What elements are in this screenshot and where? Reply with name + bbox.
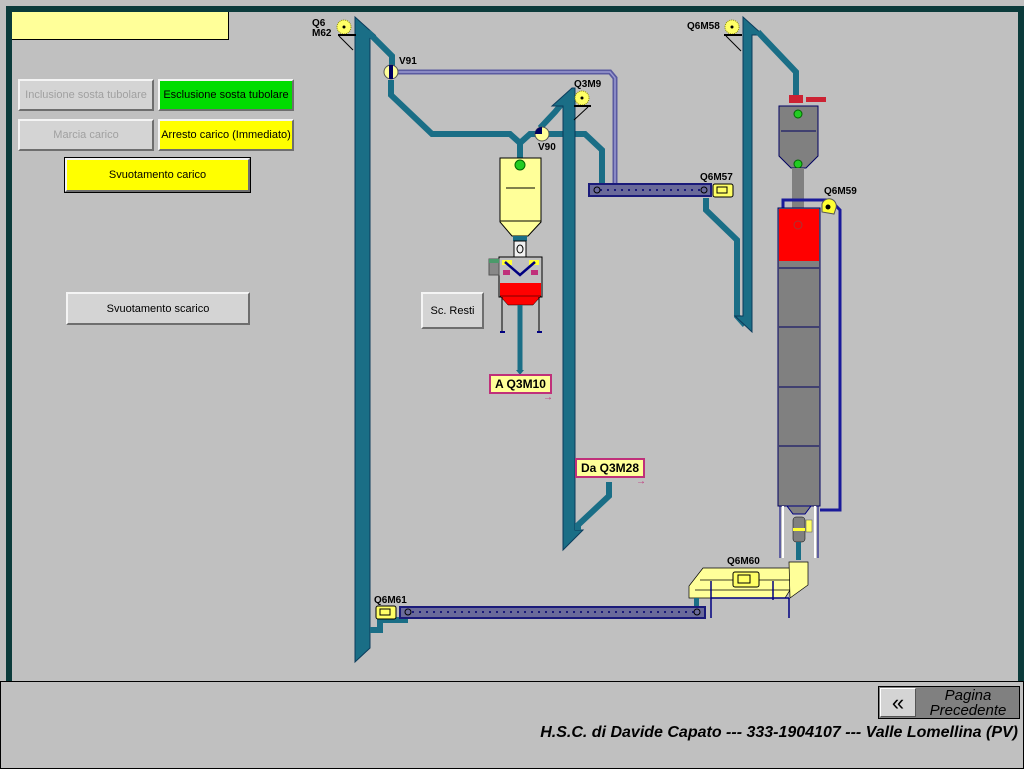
pagina-precedente-button[interactable]: « Pagina Precedente	[878, 686, 1020, 719]
destination-from-q3m28-link[interactable]: Da Q3M28	[575, 458, 646, 478]
arrow-right-icon: →	[543, 392, 553, 403]
motor-q6m60-icon	[732, 571, 760, 588]
label-v90: V90	[538, 142, 556, 153]
destination-to-q3m10-link[interactable]: A Q3M10	[489, 374, 552, 394]
title-field	[12, 12, 229, 40]
svuotamento-scarico-button[interactable]: Svuotamento scarico	[66, 292, 250, 325]
grey-bin	[778, 95, 826, 208]
back-label-line2: Precedente	[929, 702, 1007, 719]
hopper	[488, 157, 543, 333]
label-q6m57: Q6M57	[700, 172, 733, 183]
double-chevron-left-icon: «	[880, 688, 916, 717]
valve-v90-icon	[534, 126, 550, 142]
label-q3m9: Q3M9	[574, 79, 602, 90]
credits-text: H.S.C. di Davide Capato --- 333-1904107 …	[540, 724, 1018, 741]
conveyor-q6m57	[588, 183, 712, 197]
motor-q6m62-icon	[336, 19, 356, 51]
inclusione-sosta-tubolare-button[interactable]: Inclusione sosta tubolare	[18, 79, 154, 111]
label-q6m60: Q6M60	[727, 556, 760, 567]
sc-resti-button[interactable]: Sc. Resti	[421, 292, 484, 329]
label-q6m62-line2: M62	[312, 28, 332, 39]
label-v91: V91	[399, 56, 417, 67]
label-q6m61: Q6M61	[374, 595, 407, 606]
back-label-line1: Pagina	[944, 687, 992, 704]
esclusione-sosta-tubolare-button[interactable]: Esclusione sosta tubolare	[158, 79, 294, 111]
label-q6m58: Q6M58	[687, 21, 720, 32]
motor-q6m57-icon	[712, 183, 734, 198]
motor-q6m58-icon	[724, 19, 742, 52]
svuotamento-carico-button[interactable]: Svuotamento carico	[64, 157, 251, 193]
pagina-precedente-label: Pagina Precedente	[917, 687, 1019, 718]
conveyor-q6m60	[688, 561, 809, 618]
arrow-right-icon: →	[636, 476, 646, 487]
conveyor-q6m61	[399, 606, 706, 619]
label-q6m62-line1: Q6	[312, 18, 326, 29]
elevator-q6m58	[733, 15, 799, 334]
label-q6m59: Q6M59	[824, 186, 857, 197]
elevator-q3m9	[550, 87, 585, 552]
motor-q6m61-icon	[375, 605, 397, 620]
motor-q3m9-icon	[573, 90, 591, 121]
valve-v91-icon	[383, 64, 399, 80]
arresto-carico-button[interactable]: Arresto carico (Immediato)	[158, 119, 294, 151]
marcia-carico-button[interactable]: Marcia carico	[18, 119, 154, 151]
fan-q6m59-icon	[821, 198, 837, 215]
silo	[777, 198, 842, 560]
elevator-q6m62	[354, 15, 395, 664]
